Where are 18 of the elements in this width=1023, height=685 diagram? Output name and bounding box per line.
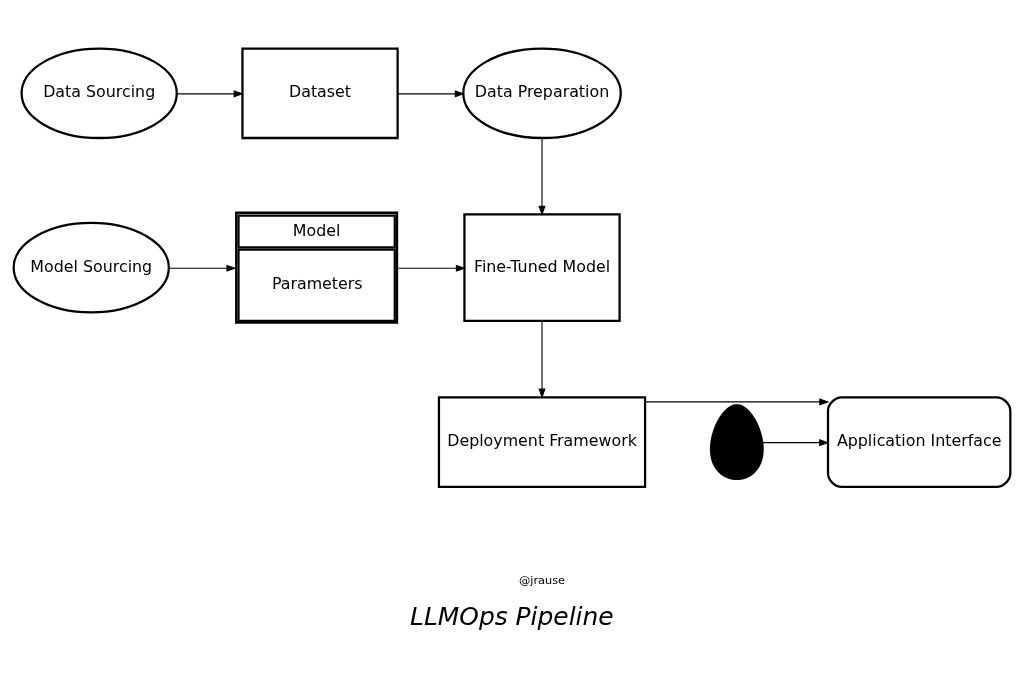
node-box: Deployment Framework bbox=[437, 395, 646, 488]
node-ellipse: Data Sourcing bbox=[19, 46, 178, 139]
arrow bbox=[644, 397, 829, 405]
node-box: Application Interface bbox=[826, 395, 1011, 488]
arrow bbox=[168, 264, 237, 272]
node-person bbox=[709, 403, 764, 480]
node-box: Dataset bbox=[240, 46, 399, 139]
arrow bbox=[175, 89, 244, 97]
arrow bbox=[537, 319, 546, 399]
arrow bbox=[761, 438, 829, 446]
node-ellipse: Data Preparation bbox=[461, 46, 622, 139]
arrow bbox=[396, 89, 465, 97]
caption: LLMOps Pipeline bbox=[409, 601, 614, 631]
node-ellipse: Model Sourcing bbox=[12, 221, 170, 314]
label: @jrause bbox=[518, 572, 565, 587]
arrow bbox=[537, 137, 546, 216]
node-box: Fine-Tuned Model bbox=[462, 212, 621, 322]
arrow bbox=[397, 264, 466, 272]
